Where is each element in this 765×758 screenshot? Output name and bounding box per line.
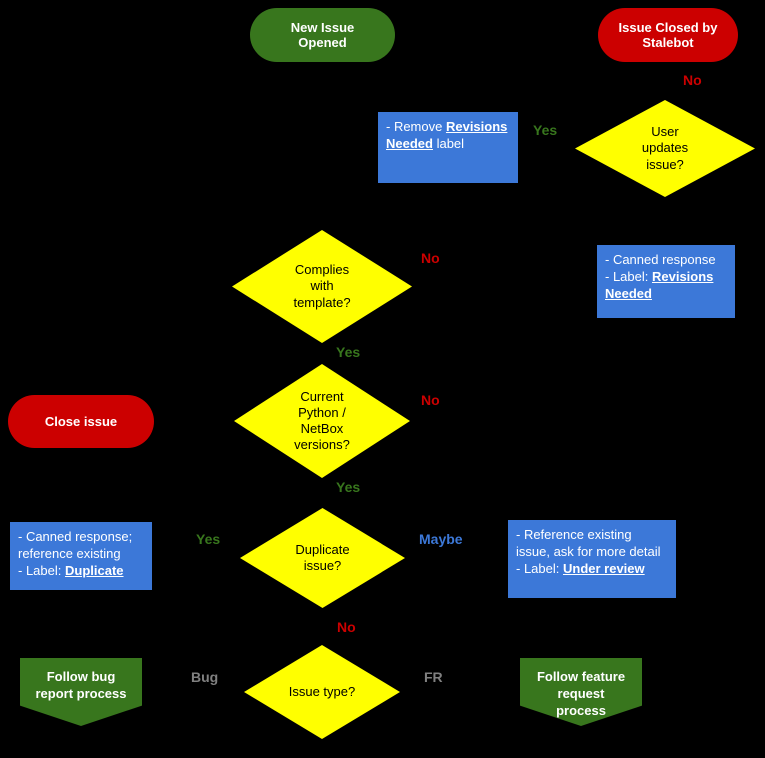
process-follow-bug-report: Follow bug report process [20,658,142,726]
terminator-new-issue-opened: New Issue Opened [250,8,395,62]
note-emphasis-revisions-needed: Revisions Needed [386,119,508,152]
note-text: label [432,136,465,152]
terminator-close-issue: Close issue [8,395,154,448]
process-bug-label: Follow bug report process [35,669,127,701]
edge-label-duplicate-no: No [337,619,356,635]
note-reference-existing-under-review: - Reference existing issue, ask for more… [508,520,676,598]
note-line: - Canned response [605,252,716,267]
decision-issue-type-label: Issue type? [288,683,356,699]
decision-issue-type: Issue type? [244,645,400,739]
note-text: - Label: [605,269,652,285]
edge-label-duplicate-yes: Yes [196,531,221,547]
note-text: - Label: [18,563,65,579]
decision-complies-with-template: Complies with template? [232,230,412,343]
note-line: - Label: Under review [516,560,668,577]
edge-label-user-updates-yes: Yes [533,122,558,138]
edge-label-stalebot-no: No [683,72,702,88]
edge-label-complies-no: No [421,250,440,266]
note-line: - Canned response; reference existing [18,529,133,562]
note-text: - Remove [386,119,446,134]
decision-duplicate-label: Duplicate issue? [295,541,350,573]
note-text: - Label: [516,561,563,577]
edge-label-branch-bug: Bug [191,669,219,685]
note-line: - Label: Duplicate [18,562,144,579]
edge-label-versions-yes: Yes [336,479,361,495]
note-line: - Label: Revisions Needed [605,268,727,302]
terminator-close-issue-label: Close issue [44,414,118,429]
decision-complies-label: Complies with template? [293,262,351,310]
decision-user-updates-issue: User updates issue? [575,100,755,197]
note-emphasis-under-review: Under review [562,561,645,577]
note-canned-response-revisions-needed: - Canned response - Label: Revisions Nee… [597,245,735,318]
terminator-issue-closed-by-stalebot: Issue Closed by Stalebot [598,8,738,62]
note-remove-revisions-needed-label: - Remove Revisions Needed label [378,112,518,183]
note-emphasis-duplicate: Duplicate [64,563,124,579]
note-emphasis-revisions-needed: Revisions Needed [605,269,714,302]
note-canned-response-duplicate: - Canned response; reference existing - … [10,522,152,590]
edge-label-complies-yes: Yes [336,344,361,360]
edge-label-duplicate-maybe: Maybe [419,531,463,547]
decision-user-updates-label: User updates issue? [641,124,689,172]
decision-duplicate-issue: Duplicate issue? [240,508,405,608]
process-follow-feature-request: Follow feature request process [520,658,642,726]
process-feature-label: Follow feature request process [536,669,626,718]
decision-current-versions: Current Python / NetBox versions? [234,364,410,478]
edge-label-versions-no: No [421,392,440,408]
edge-label-branch-fr: FR [424,669,443,685]
terminator-new-issue-label: New Issue Opened [290,20,355,50]
decision-versions-label: Current Python / NetBox versions? [294,388,350,453]
note-line: - Reference existing issue, ask for more… [516,527,661,560]
terminator-stalebot-label: Issue Closed by Stalebot [618,20,718,50]
